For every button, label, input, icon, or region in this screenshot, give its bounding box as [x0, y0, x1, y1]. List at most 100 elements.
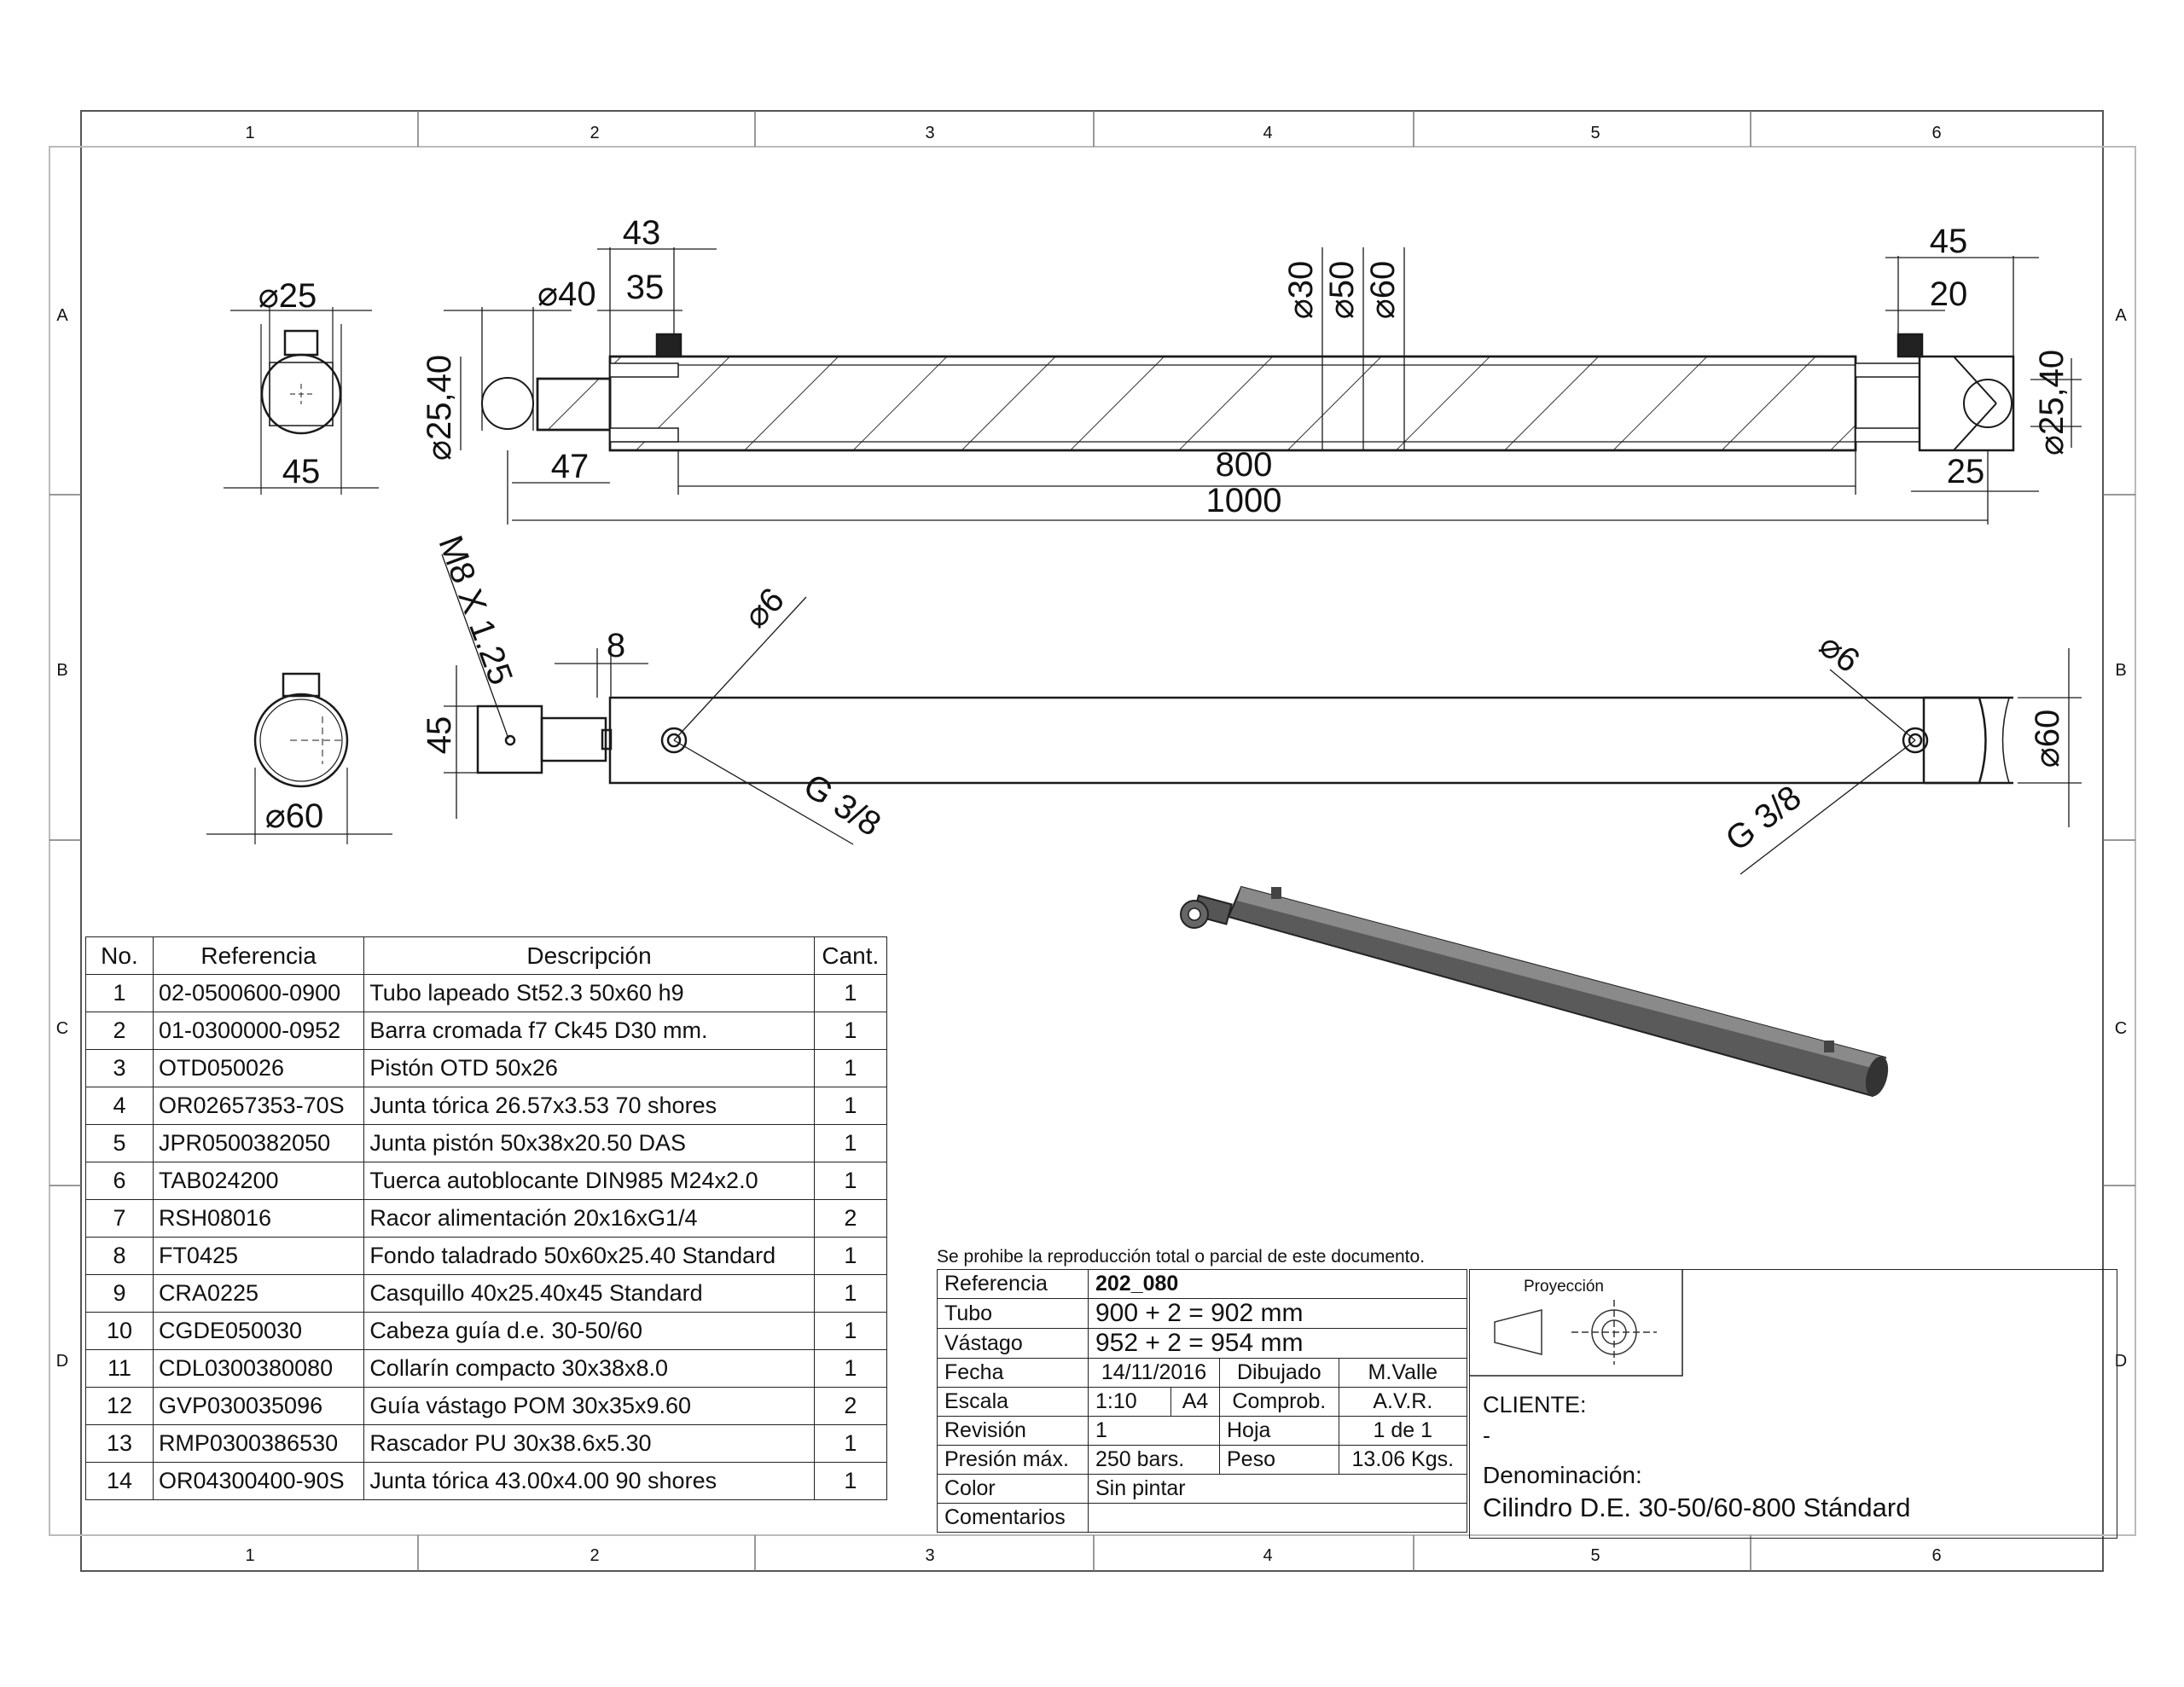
bom-cell-desc: Guía vástago POM 30x35x9.60 [363, 1387, 815, 1425]
bom-cell-ref: OTD050026 [152, 1049, 365, 1087]
projection-symbol-icon [1494, 1300, 1657, 1365]
dim-sec-d2540-right: ⌀25,40 [2033, 350, 2071, 455]
dim-out-g38-left: G 3/8 [797, 767, 887, 844]
bom-cell-ref: RMP0300386530 [152, 1424, 365, 1463]
dim-sec-d45: 45 [1930, 223, 1968, 260]
tb-vastago-value: 952 + 2 = 954 mm [1088, 1328, 1467, 1359]
bom-cell-no: 6 [85, 1162, 154, 1200]
dim-sec-d50: ⌀50 [1323, 261, 1361, 320]
bom-cell-qty: 1 [813, 1087, 888, 1125]
dim-sec-d40: ⌀40 [537, 275, 596, 313]
bom-cell-qty: 1 [813, 1012, 888, 1050]
bom-cell-no: 3 [85, 1049, 154, 1087]
tb-color-value: Sin pintar [1088, 1474, 1467, 1504]
bom-cell-no: 14 [85, 1462, 154, 1500]
bom-cell-qty: 1 [813, 1462, 888, 1500]
title-block-right [1469, 1269, 2117, 1539]
bom-cell-desc: Casquillo 40x25.40x45 Standard [363, 1274, 815, 1313]
zone-row-a-left: A [56, 306, 68, 325]
reproduction-warning: Se prohibe la reproducción total o parci… [937, 1247, 1426, 1267]
bom-cell-ref: TAB024200 [152, 1162, 365, 1200]
outside-view [476, 696, 2013, 785]
tb-hoja-value: 1 de 1 [1338, 1416, 1468, 1446]
bom-cell-desc: Barra cromada f7 Ck45 D30 mm. [363, 1012, 815, 1050]
end-view-bottom [206, 672, 392, 844]
section-dim-lines [444, 247, 2082, 525]
bom-cell-no: 9 [85, 1274, 154, 1313]
tb-comprob-label: Comprob. [1219, 1387, 1339, 1417]
tb-tubo-value: 900 + 2 = 902 mm [1088, 1298, 1467, 1329]
bom-header-qty: Cant. [813, 936, 888, 975]
zone-row-a-right: A [2115, 306, 2127, 325]
bom-cell-qty: 1 [813, 1237, 888, 1275]
bom-cell-ref: 02-0500600-0900 [152, 974, 365, 1012]
bom-cell-no: 4 [85, 1087, 154, 1125]
zone-labels: 1 2 3 4 5 6 1 2 3 4 5 6 A B C D A B C D [56, 124, 2128, 1565]
bom-header-desc: Descripción [363, 936, 815, 975]
tb-fecha-label: Fecha [937, 1358, 1089, 1388]
dim-out-d6-left: ⌀6 [737, 581, 792, 635]
dim-sec-d1000: 1000 [1206, 482, 1282, 519]
tb-peso-value: 13.06 Kgs. [1338, 1445, 1468, 1475]
tb-vastago-label: Vástago [937, 1328, 1089, 1359]
bom-cell-qty: 1 [813, 974, 888, 1012]
zone-col-1-bottom: 1 [245, 1546, 254, 1565]
bom-cell-desc: Junta tórica 43.00x4.00 90 shores [363, 1462, 815, 1500]
dim-sec-d60: ⌀60 [1364, 261, 1402, 320]
isometric-view [1180, 885, 1889, 1098]
bom-cell-no: 10 [85, 1312, 154, 1350]
bom-cell-no: 7 [85, 1199, 154, 1238]
dim-out-d60: ⌀60 [2029, 710, 2066, 768]
dim-sec-d20: 20 [1930, 275, 1968, 313]
dim-out-d6-right: ⌀6 [1812, 626, 1867, 680]
bom-cell-no: 11 [85, 1349, 154, 1388]
projection-label: Proyección [1524, 1278, 1604, 1296]
bom-cell-qty: 2 [813, 1387, 888, 1425]
dim-out-g38-right: G 3/8 [1719, 779, 1809, 859]
bom-header-ref: Referencia [152, 936, 365, 975]
bom-cell-desc: Junta pistón 50x38x20.50 DAS [363, 1124, 815, 1162]
tb-escala-label: Escala [937, 1387, 1089, 1417]
zone-col-1-top: 1 [245, 124, 254, 142]
dim-out-d8: 8 [607, 627, 625, 664]
dim-bottom-d60: ⌀60 [265, 797, 324, 835]
bom-cell-desc: Fondo taladrado 50x60x25.40 Standard [363, 1237, 815, 1275]
bom-cell-desc: Cabeza guía d.e. 30-50/60 [363, 1312, 815, 1350]
bom-cell-desc: Racor alimentación 20x16xG1/4 [363, 1199, 815, 1238]
bom-cell-no: 8 [85, 1237, 154, 1275]
bom-cell-desc: Tubo lapeado St52.3 50x60 h9 [363, 974, 815, 1012]
zone-col-2-top: 2 [590, 124, 599, 142]
bom-cell-qty: 1 [813, 1424, 888, 1463]
bom-cell-ref: 01-0300000-0952 [152, 1012, 365, 1050]
bom-cell-ref: GVP030035096 [152, 1387, 365, 1425]
bom-cell-qty: 1 [813, 1274, 888, 1313]
tb-revision-value: 1 [1088, 1416, 1220, 1446]
tb-ref-value: 202_080 [1088, 1269, 1467, 1299]
bom-cell-no: 13 [85, 1424, 154, 1463]
tb-color-label: Color [937, 1474, 1089, 1504]
dim-sec-d35: 35 [626, 269, 665, 306]
bom-cell-qty: 1 [813, 1349, 888, 1388]
bom-cell-ref: CDL0300380080 [152, 1349, 365, 1388]
bom-cell-qty: 1 [813, 1049, 888, 1087]
dim-sec-d25: 25 [1947, 453, 1985, 490]
bom-cell-ref: RSH08016 [152, 1199, 365, 1238]
cliente-value: - [1483, 1423, 1490, 1448]
bom-cell-ref: OR04300400-90S [152, 1462, 365, 1500]
zone-row-b-left: B [56, 661, 67, 680]
denominacion-label: Denominación: [1483, 1462, 1642, 1488]
bom-cell-ref: CGDE050030 [152, 1312, 365, 1350]
zone-dividers [49, 111, 2135, 1571]
zone-col-6-bottom: 6 [1931, 1546, 1941, 1565]
tb-tubo-label: Tubo [937, 1298, 1089, 1329]
